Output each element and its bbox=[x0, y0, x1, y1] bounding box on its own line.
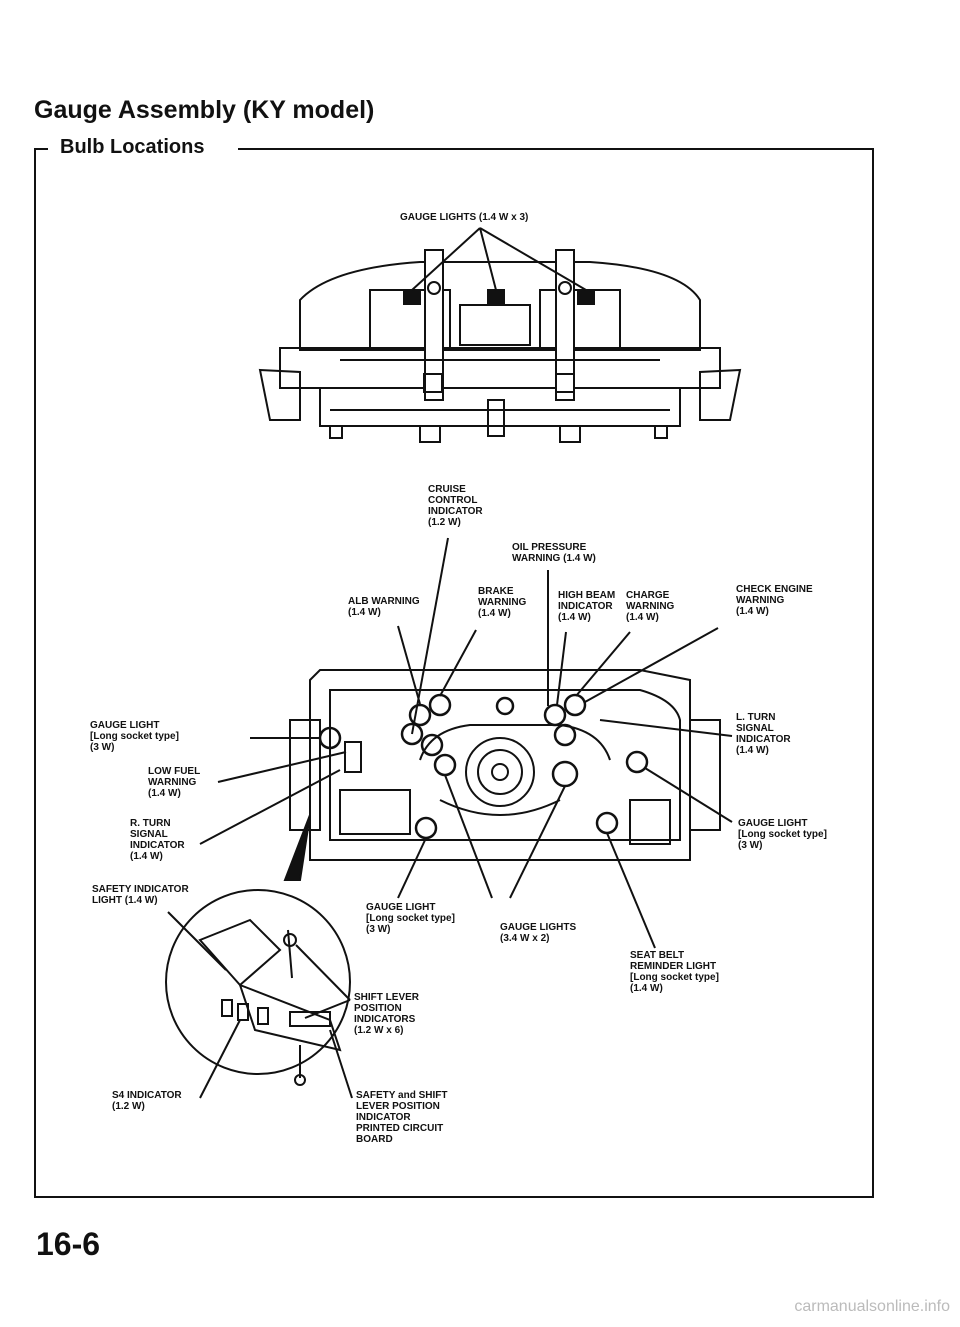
label-low-fuel-warning: LOW FUEL WARNING (1.4 W) bbox=[148, 766, 201, 799]
label-gauge-lights-top: GAUGE LIGHTS (1.4 W x 3) bbox=[400, 212, 529, 223]
frame-top-right-edge bbox=[238, 148, 872, 150]
label-check-engine-warning: CHECK ENGINE WARNING (1.4 W) bbox=[736, 584, 813, 617]
label-safety-indicator-light: SAFETY INDICATOR LIGHT (1.4 W) bbox=[92, 884, 189, 906]
safety-circuit-board-detail bbox=[165, 814, 351, 1086]
gauge-assembly-front-view bbox=[289, 669, 721, 861]
label-cruise-control-indicator: CRUISE CONTROL INDICATOR (1.2 W) bbox=[428, 484, 483, 528]
label-gauge-light-right: GAUGE LIGHT [Long socket type] (3 W) bbox=[738, 818, 827, 851]
label-gauge-lights-center: GAUGE LIGHTS (3.4 W x 2) bbox=[500, 922, 577, 944]
label-r-turn-signal: R. TURN SIGNAL INDICATOR (1.4 W) bbox=[130, 818, 185, 862]
bulb-sockets bbox=[318, 693, 649, 840]
label-gauge-light-center: GAUGE LIGHT [Long socket type] (3 W) bbox=[366, 902, 455, 935]
label-charge-warning: CHARGE WARNING (1.4 W) bbox=[626, 590, 675, 623]
label-shift-lever-indicators: SHIFT LEVER POSITION INDICATORS (1.2 W x… bbox=[354, 992, 420, 1036]
section-heading: Bulb Locations bbox=[56, 136, 209, 159]
label-s4-indicator: S4 INDICATOR (1.2 W) bbox=[112, 1090, 182, 1112]
label-seat-belt-reminder: SEAT BELT REMINDER LIGHT [Long socket ty… bbox=[630, 950, 719, 994]
label-high-beam-indicator: HIGH BEAM INDICATOR (1.4 W) bbox=[558, 590, 616, 623]
diagram-frame bbox=[34, 148, 874, 1198]
label-safety-shift-board: SAFETY and SHIFT LEVER POSITION INDICATO… bbox=[356, 1090, 448, 1145]
label-brake-warning: BRAKE WARNING (1.4 W) bbox=[478, 586, 527, 619]
footer-watermark: carmanualsonline.info bbox=[794, 1298, 950, 1315]
label-oil-pressure-warning: OIL PRESSURE WARNING (1.4 W) bbox=[512, 542, 596, 564]
label-alb-warning: ALB WARNING (1.4 W) bbox=[348, 596, 420, 618]
gauge-assembly-rear-view bbox=[258, 249, 742, 443]
page-number: 16-6 bbox=[36, 1226, 101, 1262]
page-title: Gauge Assembly (KY model) bbox=[34, 96, 375, 124]
label-gauge-light-left: GAUGE LIGHT [Long socket type] (3 W) bbox=[90, 720, 179, 753]
frame-top-left-edge bbox=[34, 148, 48, 150]
label-l-turn-signal: L. TURN SIGNAL INDICATOR (1.4 W) bbox=[736, 712, 791, 756]
